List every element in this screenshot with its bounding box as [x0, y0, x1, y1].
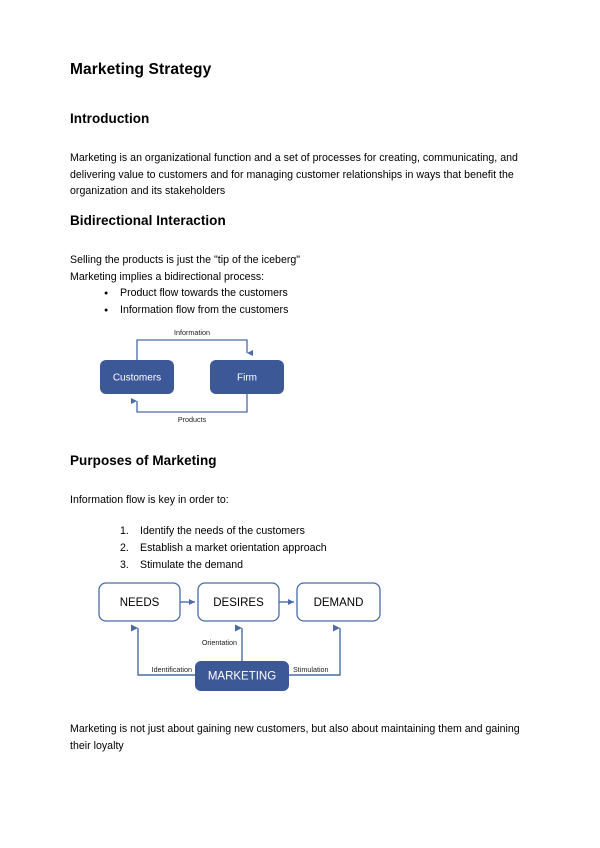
introduction-paragraph: Marketing is an organizational function …	[70, 152, 518, 197]
diagram-purposes-of-marketing: Identification Orientation Stimulation N…	[92, 578, 392, 698]
node-marketing-label: MARKETING	[208, 671, 276, 683]
section-heading-purposes: Purposes of Marketing	[70, 453, 217, 468]
purposes-diagram-svg: Identification Orientation Stimulation N…	[98, 582, 381, 691]
edge-products-line	[131, 394, 248, 413]
node-desires-box	[197, 582, 280, 622]
closing-section: Marketing is not just about gaining new …	[70, 721, 530, 754]
node-customers-label: Customers	[113, 373, 161, 384]
node-needs-box	[98, 582, 181, 622]
edge-label-information: Information	[174, 328, 210, 337]
node-customers-box	[100, 360, 174, 394]
list-item: Stimulate the demand	[120, 557, 244, 574]
node-needs-label: NEEDS	[120, 597, 160, 609]
list-item: Identify the needs of the customers	[120, 523, 305, 540]
section-heading-introduction: Introduction	[70, 111, 150, 126]
document-content: Marketing Strategy Introduction Marketin…	[70, 60, 530, 200]
bidirectional-bullet-list: Product flow towards the customers Infor…	[70, 285, 530, 318]
list-item: Information flow from the customers	[104, 302, 530, 319]
list-item: Establish a market orientation approach	[120, 540, 327, 557]
list-item: Product flow towards the customers	[104, 285, 530, 302]
purposes-section: Purposes of Marketing Information flow i…	[70, 452, 530, 574]
bidirectional-line-1: Selling the products is just the "tip of…	[70, 254, 301, 266]
node-demand-box	[296, 582, 381, 622]
edge-label-stimulation: Stimulation	[293, 665, 329, 674]
node-desires-label: DESIRES	[213, 597, 264, 609]
page-title: Marketing Strategy	[70, 61, 212, 78]
edge-information-line	[136, 339, 253, 360]
bidirectional-line-2: Marketing implies a bidirectional proces…	[70, 270, 265, 283]
bidirectional-diagram-svg: Information Products Customers Firm	[100, 328, 284, 424]
edge-label-identification: Identification	[152, 665, 192, 674]
edge-label-orientation: Orientation	[202, 638, 237, 647]
node-firm-box	[210, 360, 284, 394]
node-demand-label: DEMAND	[314, 597, 364, 609]
closing-paragraph: Marketing is not just about gaining new …	[70, 723, 520, 752]
section-heading-bidirectional: Bidirectional Interaction	[70, 213, 226, 228]
diagram-bidirectional-interaction: Information Products Customers Firm	[92, 326, 352, 430]
edge-identification-line	[131, 624, 195, 676]
node-marketing-box	[195, 661, 289, 691]
node-firm-label: Firm	[237, 373, 257, 384]
purposes-numbered-list: Identify the needs of the customers Esta…	[70, 523, 530, 574]
purposes-intro-paragraph: Information flow is key in order to:	[70, 494, 229, 506]
bidirectional-section: Bidirectional Interaction Selling the pr…	[70, 212, 530, 318]
edge-label-products: Products	[178, 415, 207, 424]
edge-stimulation-line	[289, 624, 341, 676]
